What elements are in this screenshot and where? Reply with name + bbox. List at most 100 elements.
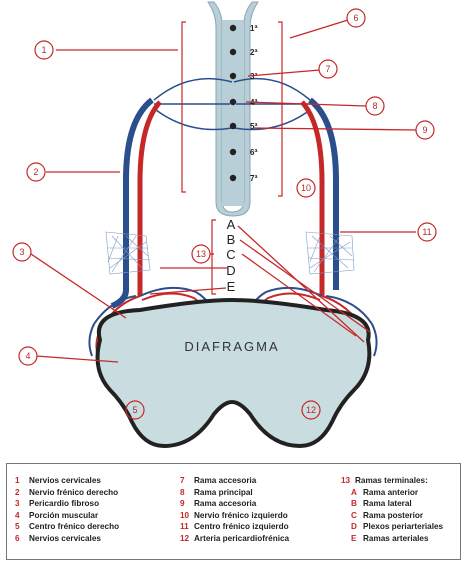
periarterial-plexus-right xyxy=(305,231,355,275)
callout-leaders xyxy=(27,19,417,363)
legend-row: 5 Centro frénico derecho xyxy=(15,521,119,533)
legend-label: Centro frénico izquierdo xyxy=(194,522,289,532)
legend-num: 2 xyxy=(15,487,20,497)
legend-row: E Ramas arteriales xyxy=(341,533,443,545)
callout-circle xyxy=(346,8,366,28)
callout-circle xyxy=(125,400,145,420)
legend-label: Rama principal xyxy=(194,487,253,497)
callout-circle xyxy=(365,96,385,116)
legend-label: Nervios cervicales xyxy=(29,533,101,543)
left-phrenic-nerve xyxy=(300,100,325,296)
level-label: 6ª xyxy=(250,148,257,157)
callout-number: 1 xyxy=(41,45,46,55)
terminal-letter: A xyxy=(227,217,236,232)
legend-label: Nervio frénico derecho xyxy=(29,487,119,497)
legend-row: 13 Ramas terminales: xyxy=(341,475,443,487)
legend-label: Rama accesoria xyxy=(194,476,257,485)
terminal-letter: B xyxy=(227,232,236,247)
legend-row: 12 Arteria pericardiofrénica xyxy=(180,533,289,545)
level-label: 5ª xyxy=(250,122,257,131)
legend-num: 13 xyxy=(341,476,351,485)
level-label: 1ª xyxy=(250,24,257,33)
legend-label: Rama anterior xyxy=(363,487,419,497)
legend-label: Ramas arteriales xyxy=(363,533,429,543)
legend-row: 7 Rama accesoria xyxy=(180,475,289,487)
legend-row: 8 Rama principal xyxy=(180,487,289,499)
callout-number: 5 xyxy=(132,405,137,415)
level-dot xyxy=(229,122,237,130)
periarterial-plexus-left xyxy=(105,231,151,275)
callout-circle xyxy=(417,222,437,242)
cervical-root-loop-right xyxy=(233,77,311,101)
legend-label: Nervio frénico izquierdo xyxy=(194,510,288,520)
callout-circle xyxy=(34,40,54,60)
cervical-root-loop-left xyxy=(153,77,233,101)
right-branch-outer xyxy=(88,295,137,357)
legend-label: Arteria pericardiofrénica xyxy=(194,533,290,543)
callout-number: 10 xyxy=(301,183,311,193)
callout-circle xyxy=(415,120,435,140)
callout-number: 11 xyxy=(422,227,431,237)
legend-row: C Rama posterior xyxy=(341,510,443,522)
legend-num: 11 xyxy=(180,522,189,532)
legend-num: 1 xyxy=(15,476,20,485)
diaphragm xyxy=(95,297,372,449)
level-dot xyxy=(229,72,237,80)
bracket-letters xyxy=(211,219,216,295)
legend-letter: D xyxy=(351,522,357,532)
diaphragm-label: DIAFRAGMA xyxy=(184,339,279,354)
callout-number: 4 xyxy=(25,351,30,361)
bracket-left xyxy=(181,21,186,193)
legend-label: Ramas terminales: xyxy=(355,476,428,485)
level-label: 3ª xyxy=(250,72,257,81)
terminal-letter: C xyxy=(226,247,235,262)
legend-row: 2 Nervio frénico derecho xyxy=(15,487,119,499)
level-label: 7ª xyxy=(250,174,257,183)
callout-number: 9 xyxy=(422,125,427,135)
callout-number: 2 xyxy=(33,167,38,177)
callout-circle xyxy=(191,244,211,264)
level-dot xyxy=(229,98,237,106)
level-dot xyxy=(229,48,237,56)
legend-letter: B xyxy=(351,499,357,509)
legend-label: Pericardio fibroso xyxy=(29,499,100,509)
legend-row: A Rama anterior xyxy=(341,487,443,499)
terminal-letter: E xyxy=(227,279,236,294)
legend-num: 5 xyxy=(15,522,20,532)
letter-arrows xyxy=(149,225,371,343)
legend-letter: A xyxy=(351,487,357,497)
legend-num: 8 xyxy=(180,487,185,497)
cervical-root-5-left xyxy=(155,109,233,131)
level-label: 2ª xyxy=(250,48,257,57)
callout-number: 7 xyxy=(325,64,330,74)
callout-circle xyxy=(296,178,316,198)
legend-num: 6 xyxy=(15,533,20,543)
legend-num: 12 xyxy=(180,533,190,543)
callout-circle xyxy=(301,400,321,420)
callout-number: 12 xyxy=(306,405,316,415)
level-dot xyxy=(229,24,237,32)
callout-circle xyxy=(318,59,338,79)
callout-circle xyxy=(26,162,46,182)
terminal-letter: D xyxy=(226,263,235,278)
callout-circle xyxy=(12,242,32,262)
bracket-right xyxy=(278,21,283,197)
callout-circle xyxy=(18,346,38,366)
legend-label: Plexos periarteriales xyxy=(363,522,444,532)
legend-label: Rama posterior xyxy=(363,510,424,520)
legend-letter: E xyxy=(351,533,357,543)
level-dot xyxy=(229,174,237,182)
legend-row: D Plexos periarteriales xyxy=(341,521,443,533)
legend-label: Centro frénico derecho xyxy=(29,522,120,532)
legend-num: 7 xyxy=(180,476,185,485)
legend-letter: C xyxy=(351,510,357,520)
